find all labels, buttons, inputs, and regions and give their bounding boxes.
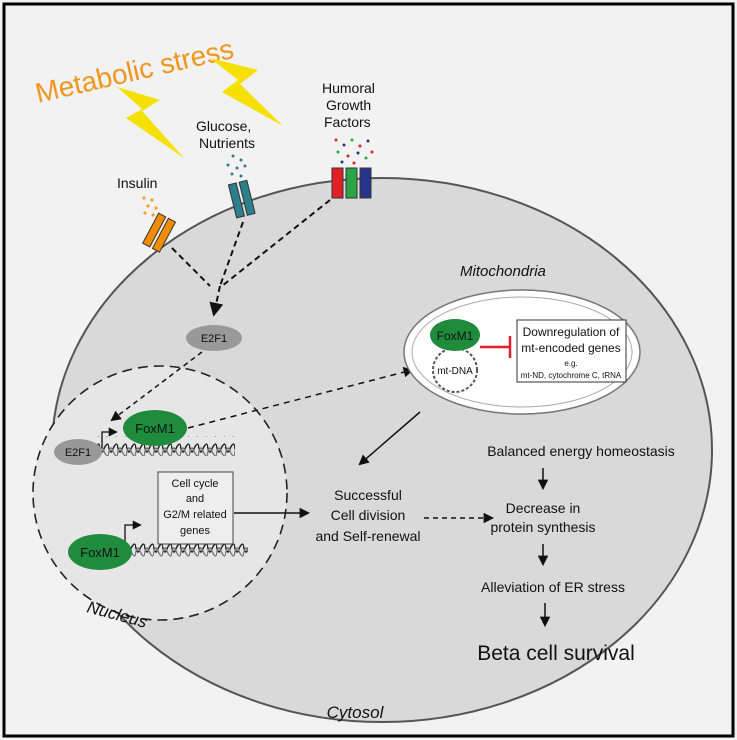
decrease-line-1: Decrease in [506,500,581,516]
foxm1-nucleus-bottom-node [68,534,132,570]
growth-factor-dots [334,138,374,165]
insulin-ligand-dots [142,196,158,217]
nutrients-label: Nutrients [199,135,255,151]
cell-cycle-genes-box [157,471,234,545]
mt-dna-circle [432,347,478,393]
cytosol-label: Cytosol [327,703,385,722]
e2f1-cytosol-label: E2F1 [201,333,227,345]
glucose-label: Glucose, [196,118,251,134]
division-line-2: Cell division [331,507,406,523]
mitochondria-label: Mitochondria [460,263,546,280]
insulin-label: Insulin [117,175,157,191]
foxm1-to-mitochondria-arrow [187,367,415,429]
decrease-line-2: protein synthesis [490,519,595,535]
downregulation-eg: e.g. [564,359,577,368]
genes-line-3: G2/M related [163,509,227,521]
division-line-1: Successful [334,487,402,503]
balanced-energy-label: Balanced energy homeostasis [487,443,675,459]
insulin-receptor [142,212,177,253]
downregulation-examples: mt-ND, cytochrome C, tRNA [521,371,622,380]
e2f1-to-nucleus-arrow [110,351,203,422]
downregulation-line-1: Downregulation of [523,325,620,339]
dna-strand-top [95,436,235,456]
receptor-signal-arrows [171,199,331,317]
growth-label: Growth [326,97,371,113]
genes-line-2: and [186,493,204,505]
genes-line-4: genes [180,525,210,537]
factors-label: Factors [324,114,371,130]
beta-cell-survival-label: Beta cell survival [477,642,635,665]
lightning-bolt-icon [117,87,184,158]
foxm1-nucleus-top-label: FoxM1 [135,421,175,436]
genes-line-1: Cell cycle [171,478,218,490]
foxm1-mito-node [430,319,480,351]
glucose-receptor [227,179,256,219]
foxm1-nucleus-bottom-label: FoxM1 [80,545,120,560]
dna-strand-bottom [120,542,248,562]
promoter-arrow-icon [101,427,118,448]
e2f1-nucleus-node [54,439,102,465]
alleviation-label: Alleviation of ER stress [481,579,625,595]
promoter-arrow-icon [124,520,142,548]
downregulation-line-2: mt-encoded genes [521,341,620,355]
e2f1-cytosol-node [186,325,242,351]
division-line-3: and Self-renewal [315,528,420,544]
mitochondria-to-division-arrow [358,411,421,466]
humoral-label: Humoral [322,80,375,96]
growth-factor-receptor [331,167,372,199]
mt-dna-label: mt-DNA [437,366,473,377]
inhibition-symbol [480,336,512,358]
downregulation-box [516,319,627,383]
lightning-bolt-icon [210,58,283,126]
glucose-ligand-dots [226,154,247,178]
e2f1-nucleus-label: E2F1 [65,447,91,459]
foxm1-mito-label: FoxM1 [437,329,474,343]
foxm1-nucleus-top-node [123,410,187,446]
